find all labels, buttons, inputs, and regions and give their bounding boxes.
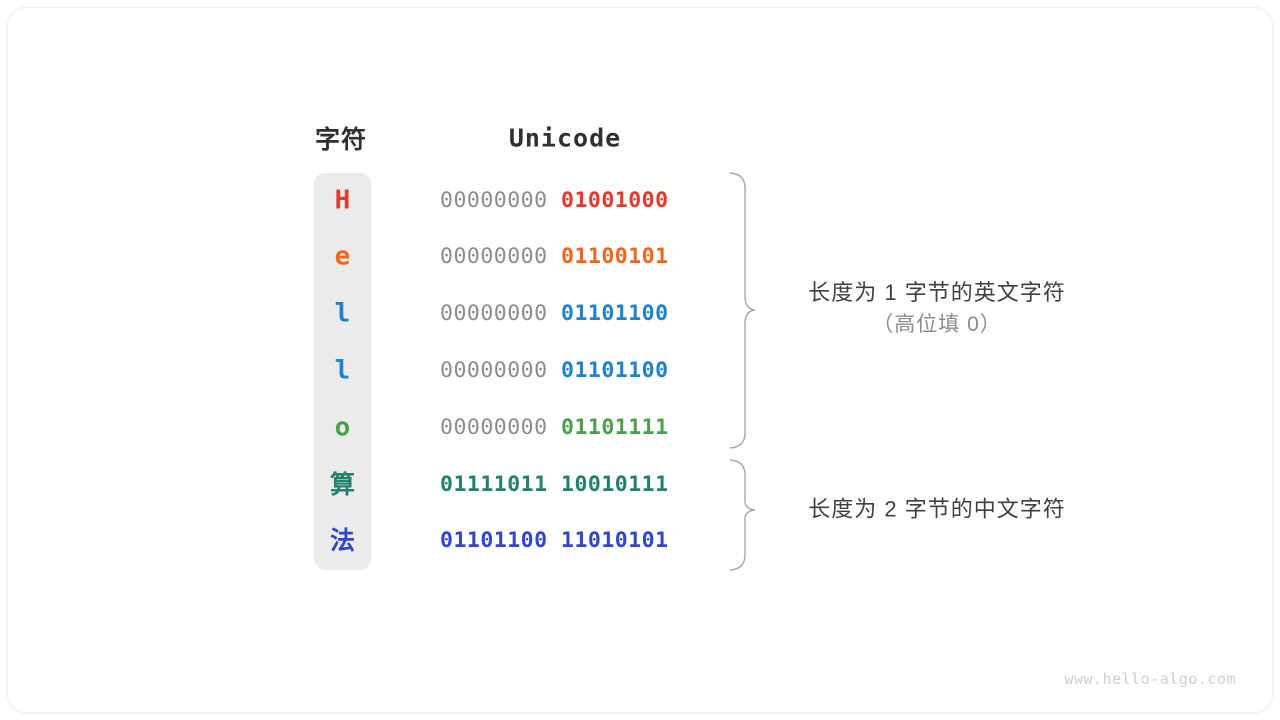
annotation-ascii-line2: （高位填 0） xyxy=(872,312,1002,336)
table-row: l 00000000 01101100 xyxy=(314,342,734,399)
unicode-high-byte: 00000000 xyxy=(440,414,561,440)
unicode-low-byte: 01101100 xyxy=(561,300,669,326)
unicode-low-byte: 01100101 xyxy=(561,244,669,270)
diagram-card: 字符 Unicode H 00000000 01001000 e 00000000 0… xyxy=(8,8,1272,712)
character-cell: H xyxy=(334,185,351,215)
unicode-bits-cell: 00000000 01101111 xyxy=(440,416,669,438)
table-row: 算 01111011 10010111 xyxy=(314,456,734,513)
unicode-bits-cell: 01101100 11010101 xyxy=(440,530,669,552)
character-cell: o xyxy=(334,412,351,443)
annotation-cjk-line1: 长度为 2 字节的中文字符 xyxy=(808,496,1066,522)
unicode-low-byte: 01001000 xyxy=(561,187,669,213)
unicode-high-byte: 00000000 xyxy=(440,357,561,383)
table-row: H 00000000 01001000 xyxy=(314,172,734,229)
table-row: e 00000000 01100101 xyxy=(314,228,734,285)
brace-cjk xyxy=(729,459,756,571)
character-cell: e xyxy=(334,241,351,272)
watermark: www.hello-algo.com xyxy=(1064,670,1236,688)
character-cell: l xyxy=(334,355,351,386)
table-row: 法 01101100 11010101 xyxy=(314,512,734,569)
unicode-low-byte: 01101100 11010101 xyxy=(440,528,669,554)
unicode-bits-cell: 00000000 01101100 xyxy=(440,357,669,383)
table-row: l 00000000 01101100 xyxy=(314,285,734,342)
unicode-high-byte: 00000000 xyxy=(440,244,561,270)
column-header-unicode: Unicode xyxy=(508,123,622,153)
character-cell: 法 xyxy=(329,526,355,556)
unicode-high-byte: 00000000 xyxy=(440,187,561,213)
brace-group xyxy=(729,172,756,571)
annotation-cjk: 长度为 2 字节的中文字符 xyxy=(808,493,1065,526)
column-header-character: 字符 xyxy=(314,126,368,154)
unicode-low-byte: 01111011 10010111 xyxy=(440,471,669,497)
brace-ascii xyxy=(729,172,756,449)
unicode-bits-cell: 00000000 01101100 xyxy=(440,303,669,325)
annotation-ascii: 长度为 1 字节的英文字符 （高位填 0） xyxy=(808,276,1065,341)
annotation-ascii-line1: 长度为 1 字节的英文字符 xyxy=(808,279,1066,305)
table-row: o 00000000 01101111 xyxy=(314,399,734,456)
unicode-bits-cell: 01111011 10010111 xyxy=(440,473,669,495)
character-cell: l xyxy=(334,298,351,329)
unicode-bits-cell: 00000000 01100101 xyxy=(440,246,669,268)
unicode-bits-cell: 00000000 01001000 xyxy=(440,189,669,211)
unicode-low-byte: 01101100 xyxy=(561,357,669,383)
character-cell: 算 xyxy=(329,469,355,499)
character-column-panel xyxy=(314,173,371,570)
unicode-low-byte: 01101111 xyxy=(561,414,669,440)
unicode-high-byte: 00000000 xyxy=(440,300,561,326)
